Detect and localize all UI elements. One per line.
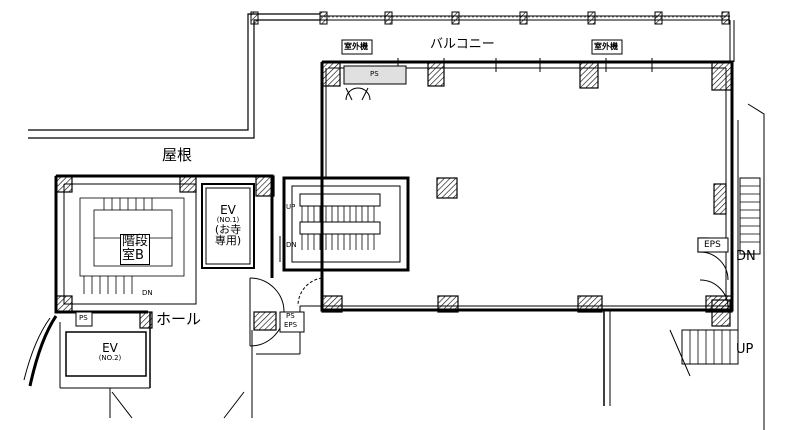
door-top [345,87,371,101]
hall-label: ホール [156,310,202,328]
outdoor-unit-left-label: 室外機 [344,42,368,51]
ev1-number: (NO.1) [216,215,240,224]
center-stair-treads [301,206,375,250]
dn-right-label: DN [736,249,756,264]
outdoor-unit-left-box [341,39,373,55]
ps-eps-label-1: PS [286,312,295,320]
ev1-label: EV (NO.1) (お寺 専用) [210,204,246,247]
right-stair-treads [740,185,760,243]
roof-outline [28,13,320,139]
roof-label: 屋根 [162,146,193,164]
dn-left-label: DN [142,289,153,297]
ev2-number: (NO.2) [98,353,122,362]
lower-right-stair [603,310,739,406]
ps-left-label: PS [79,314,88,322]
up-right-label: UP [736,342,754,357]
outdoor-unit-right-label: 室外機 [594,42,618,51]
ps-eps-label-2: EPS [284,321,298,329]
ev2-label: EV (NO.2) [90,342,130,362]
ps-top-box [343,65,407,85]
up-center-label: UP [286,203,296,211]
eps-right-box [697,237,729,253]
eps-right-label: EPS [704,240,721,250]
center-stair [282,176,410,272]
balcony-label: バルコニー [430,37,495,52]
stair-b-label: 階段 室B [120,234,151,265]
ev1-line2: (お寺 [214,222,242,236]
right-stair [737,103,765,430]
dn-center-label: DN [286,241,297,249]
left-columns [55,175,277,331]
lower-right-treads [689,330,731,364]
main-columns [321,61,733,313]
stair-b-label-line2: 室B [122,248,144,264]
outdoor-unit-right-box [591,39,623,55]
ps-left-box [75,311,93,327]
ps-eps-box [279,311,305,333]
ev1-line3: 専用) [214,234,242,248]
ev2-walls [23,312,151,389]
right-door-arcs [699,251,729,311]
balcony-posts [250,11,730,25]
stair-b-label-line1: 階段 [122,234,149,249]
stair-b [79,197,185,294]
ev1-title: EV [220,203,236,217]
ev2-title: EV [102,341,118,355]
ps-top-label: PS [370,70,379,78]
right-columns [697,183,731,327]
